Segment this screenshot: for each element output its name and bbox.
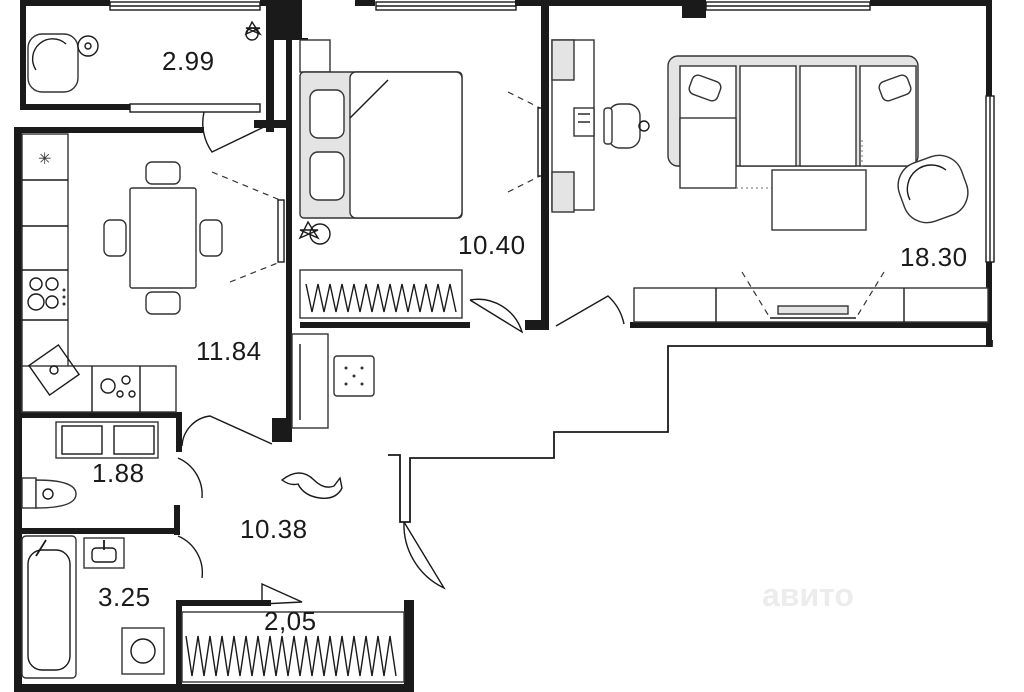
loggia-area: 2.99 [162, 46, 215, 76]
closet-icon [291, 333, 329, 429]
storage-room: 2,05 [181, 606, 405, 683]
windows [109, 1, 995, 263]
armchair-icon [897, 154, 969, 224]
sofa-icon [667, 55, 919, 189]
dining-table-icon [103, 161, 223, 315]
living-room: 18.30 [551, 39, 989, 327]
washing-machine-icon [121, 627, 165, 675]
bedroom-area: 10.40 [458, 230, 526, 260]
kitchen: ✳ [21, 133, 285, 447]
plant-icon [298, 220, 331, 245]
hall: 10.38 [177, 333, 446, 605]
bathtub-icon [21, 535, 77, 679]
cat-icon [280, 472, 343, 499]
armchair-icon [27, 33, 99, 93]
tv-stand-icon [633, 271, 989, 323]
loggia: 2.99 [27, 20, 267, 153]
sink-icon [83, 537, 125, 569]
water-filter-icon [100, 375, 136, 398]
bathroom-area: 3.25 [98, 582, 151, 612]
hall-area: 10.38 [240, 514, 308, 544]
kitchen-area: 11.84 [196, 336, 262, 366]
toilet-area: 1.88 [92, 458, 145, 488]
toilet-room: 1.88 [21, 421, 159, 509]
wardrobe-top [299, 39, 331, 73]
desk-icon [551, 39, 650, 213]
coffee-table-icon [771, 169, 867, 231]
washer-icon [333, 355, 375, 397]
watermark: авито [762, 577, 854, 613]
wardrobe-icon [299, 269, 463, 319]
bed-icon [299, 71, 463, 219]
cabinet-icon [55, 421, 159, 459]
stove-icon [27, 277, 66, 311]
walls [14, 0, 993, 692]
bedroom: 10.40 [298, 39, 545, 334]
living-area: 18.30 [900, 242, 968, 272]
bathroom: 3.25 [21, 535, 165, 679]
storage-area: 2,05 [264, 606, 317, 636]
sink-icon [27, 343, 81, 397]
plant-icon [244, 20, 262, 41]
snowflake-icon: ✳ [38, 151, 51, 168]
toilet-icon [21, 477, 77, 509]
